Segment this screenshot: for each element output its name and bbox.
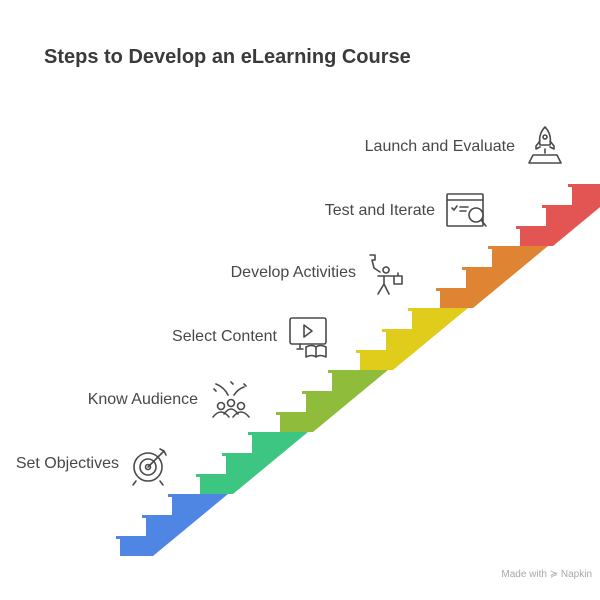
stair-segment-5 (436, 246, 548, 308)
rocket-icon (528, 126, 562, 164)
stair-segment-3 (276, 370, 388, 432)
audience-icon (212, 381, 250, 418)
step-label-select-content: Select Content (172, 328, 277, 345)
target-icon (132, 448, 167, 486)
activity-person-icon (369, 254, 403, 295)
stair-segment-4 (356, 308, 468, 370)
napkin-watermark: Made with ≽ Napkin (501, 569, 592, 580)
video-book-icon (289, 317, 327, 358)
stair-segment-1 (116, 494, 228, 556)
step-label-test-and-iterate: Test and Iterate (324, 202, 435, 219)
page-title: Steps to Develop an eLearning Course (44, 46, 411, 68)
step-label-set-objectives: Set Objectives (15, 455, 119, 472)
step-label-know-audience: Know Audience (87, 391, 198, 408)
checklist-search-icon (446, 193, 487, 227)
step-label-develop-activities: Develop Activities (230, 264, 356, 281)
stair-segment-6 (516, 184, 600, 246)
step-label-launch-and-evaluate: Launch and Evaluate (364, 138, 515, 155)
stair-segment-2 (196, 432, 308, 494)
